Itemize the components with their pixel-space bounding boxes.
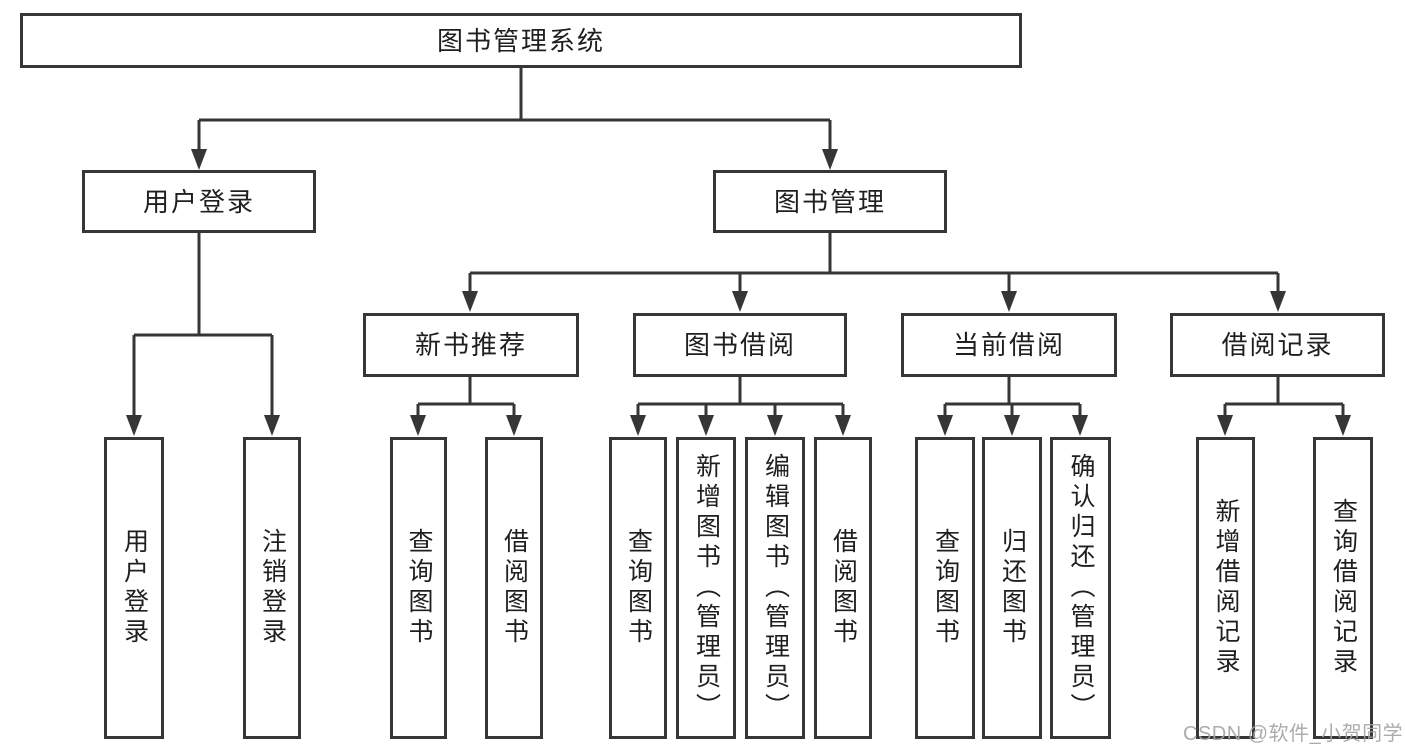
node-borrow-records: 借阅记录 [1170, 313, 1385, 377]
node-book-management: 图书管理 [713, 170, 947, 233]
leaf-borrowing-add-books-admin: 新增图书（管理员） [676, 437, 736, 739]
leaf-borrowing-add-books-admin-label: 新增图书（管理员） [692, 453, 721, 723]
csdn-watermark: CSDN @软件_小贺同学 [1183, 723, 1404, 745]
node-root-system: 图书管理系统 [20, 13, 1022, 68]
node-book-borrowing-label: 图书借阅 [683, 330, 796, 360]
node-book-management-label: 图书管理 [773, 186, 886, 217]
leaf-records-query-record: 查询借阅记录 [1313, 437, 1373, 739]
node-book-borrowing: 图书借阅 [633, 313, 847, 377]
leaf-borrowing-edit-books-admin: 编辑图书（管理员） [745, 437, 805, 739]
node-new-book-recommend: 新书推荐 [363, 313, 579, 377]
leaf-logout: 注销登录 [243, 437, 301, 739]
leaf-borrowing-borrow-books: 借阅图书 [814, 437, 872, 739]
leaf-current-query-books: 查询图书 [915, 437, 975, 739]
leaf-current-return-books: 归还图书 [982, 437, 1042, 739]
leaf-current-query-books-label: 查询图书 [931, 528, 960, 648]
leaf-current-confirm-return-admin: 确认归还（管理员） [1050, 437, 1111, 739]
leaf-newbooks-borrow-books-label: 借阅图书 [500, 528, 529, 648]
node-user-login-label: 用户登录 [142, 186, 255, 217]
leaf-newbooks-query-books-label: 查询图书 [405, 528, 433, 648]
leaf-records-query-record-label: 查询借阅记录 [1329, 498, 1358, 678]
leaf-newbooks-query-books: 查询图书 [390, 437, 447, 739]
node-current-borrowing-label: 当前借阅 [952, 330, 1065, 360]
leaf-borrowing-borrow-books-label: 借阅图书 [829, 528, 858, 648]
leaf-borrowing-edit-books-admin-label: 编辑图书（管理员） [761, 453, 790, 723]
leaf-records-add-record-label: 新增借阅记录 [1212, 498, 1240, 678]
node-root-label: 图书管理系统 [436, 25, 605, 56]
node-new-book-recommend-label: 新书推荐 [414, 330, 527, 360]
node-borrow-records-label: 借阅记录 [1221, 330, 1334, 360]
leaf-user-login-label: 用户登录 [120, 528, 149, 648]
arrowheads [126, 149, 1351, 436]
leaf-records-add-record: 新增借阅记录 [1196, 437, 1255, 739]
leaf-user-login: 用户登录 [104, 437, 164, 739]
leaf-current-confirm-return-admin-label: 确认归还（管理员） [1067, 453, 1095, 723]
node-user-login: 用户登录 [82, 170, 316, 233]
leaf-current-return-books-label: 归还图书 [998, 528, 1027, 648]
node-current-borrowing: 当前借阅 [901, 313, 1117, 377]
leaf-newbooks-borrow-books: 借阅图书 [485, 437, 543, 739]
leaf-logout-label: 注销登录 [258, 528, 287, 648]
leaf-borrowing-query-books-label: 查询图书 [624, 528, 653, 648]
leaf-borrowing-query-books: 查询图书 [609, 437, 667, 739]
